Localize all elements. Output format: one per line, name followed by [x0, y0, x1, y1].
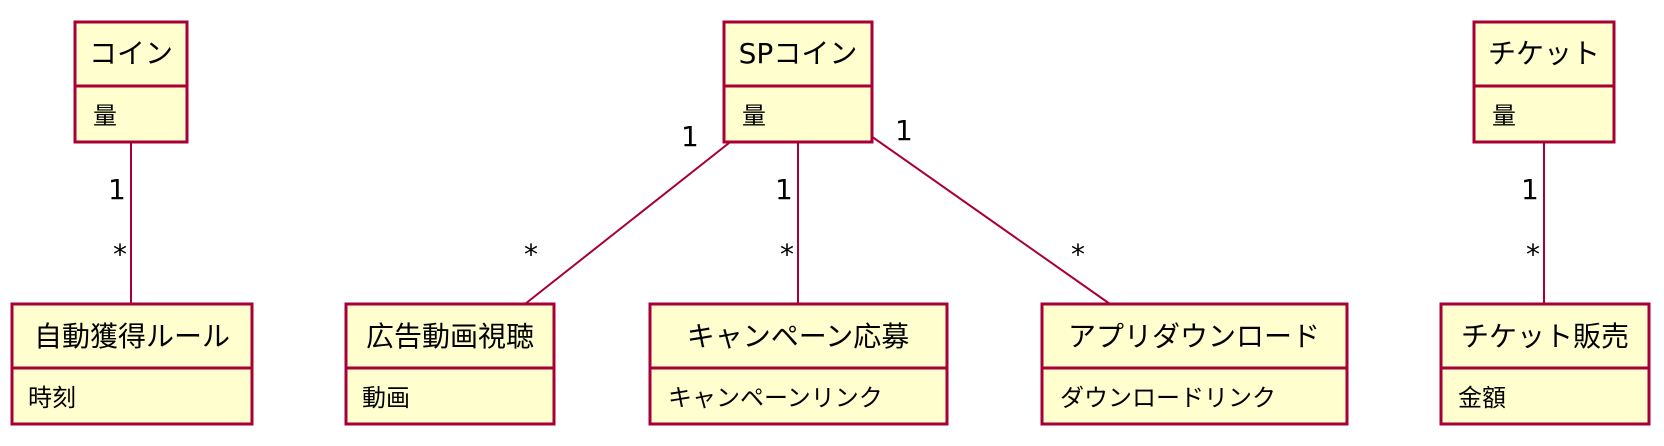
association-sp-app-download: 1 * — [870, 114, 1111, 305]
class-name: アプリダウンロード — [1068, 320, 1320, 353]
multiplicity-label: * — [1526, 238, 1540, 271]
class-ad-video[interactable]: 広告動画視聴 動画 — [344, 302, 556, 426]
class-box — [722, 20, 874, 144]
class-name: コイン — [89, 37, 173, 70]
multiplicity-label: 1 — [775, 173, 793, 206]
class-box — [344, 302, 556, 426]
class-app-download[interactable]: アプリダウンロード ダウンロードリンク — [1040, 302, 1349, 426]
class-box — [73, 20, 189, 144]
class-name: 自動獲得ルール — [34, 320, 230, 353]
multiplicity-label: * — [1071, 238, 1085, 271]
association-sp-campaign: 1 * — [775, 143, 799, 304]
multiplicity-label: 1 — [1521, 173, 1539, 206]
class-name: チケット販売 — [1461, 320, 1629, 353]
class-ticket[interactable]: チケット 量 — [1472, 20, 1616, 144]
multiplicity-label: 1 — [895, 114, 913, 147]
class-attribute: 時刻 — [28, 384, 76, 412]
association-sp-ad-video: 1 * — [524, 120, 730, 305]
multiplicity-label: * — [524, 238, 538, 271]
multiplicity-label: * — [780, 238, 794, 271]
class-campaign[interactable]: キャンペーン応募 キャンペーンリンク — [648, 302, 949, 426]
class-name: チケット — [1488, 37, 1600, 70]
class-name: 広告動画視聴 — [366, 320, 534, 353]
class-box — [10, 302, 254, 426]
association-ticket-ticket-sale: 1 * — [1521, 143, 1545, 304]
multiplicity-label: 1 — [108, 173, 126, 206]
class-name: SPコイン — [739, 37, 858, 70]
class-attribute: 量 — [93, 102, 117, 130]
class-auto-rule[interactable]: 自動獲得ルール 時刻 — [10, 302, 254, 426]
class-box — [1040, 302, 1349, 426]
class-ticket-sale[interactable]: チケット販売 金額 — [1439, 302, 1651, 426]
association-line — [524, 142, 730, 305]
class-box — [648, 302, 949, 426]
class-attribute: 動画 — [362, 384, 410, 412]
class-coin[interactable]: コイン 量 — [73, 20, 189, 144]
multiplicity-label: 1 — [681, 120, 699, 153]
class-name: キャンペーン応募 — [687, 320, 910, 353]
multiplicity-label: * — [113, 238, 127, 271]
class-sp-coin[interactable]: SPコイン 量 — [722, 20, 874, 144]
class-attribute: 金額 — [1458, 384, 1506, 412]
class-attribute: 量 — [1492, 102, 1516, 130]
association-line — [870, 135, 1111, 305]
class-attribute: キャンペーンリンク — [668, 384, 883, 412]
class-attribute: 量 — [742, 102, 766, 130]
association-coin-auto-rule: 1 * — [108, 143, 132, 304]
class-box — [1439, 302, 1651, 426]
class-attribute: ダウンロードリンク — [1060, 384, 1276, 412]
class-box — [1472, 20, 1616, 144]
